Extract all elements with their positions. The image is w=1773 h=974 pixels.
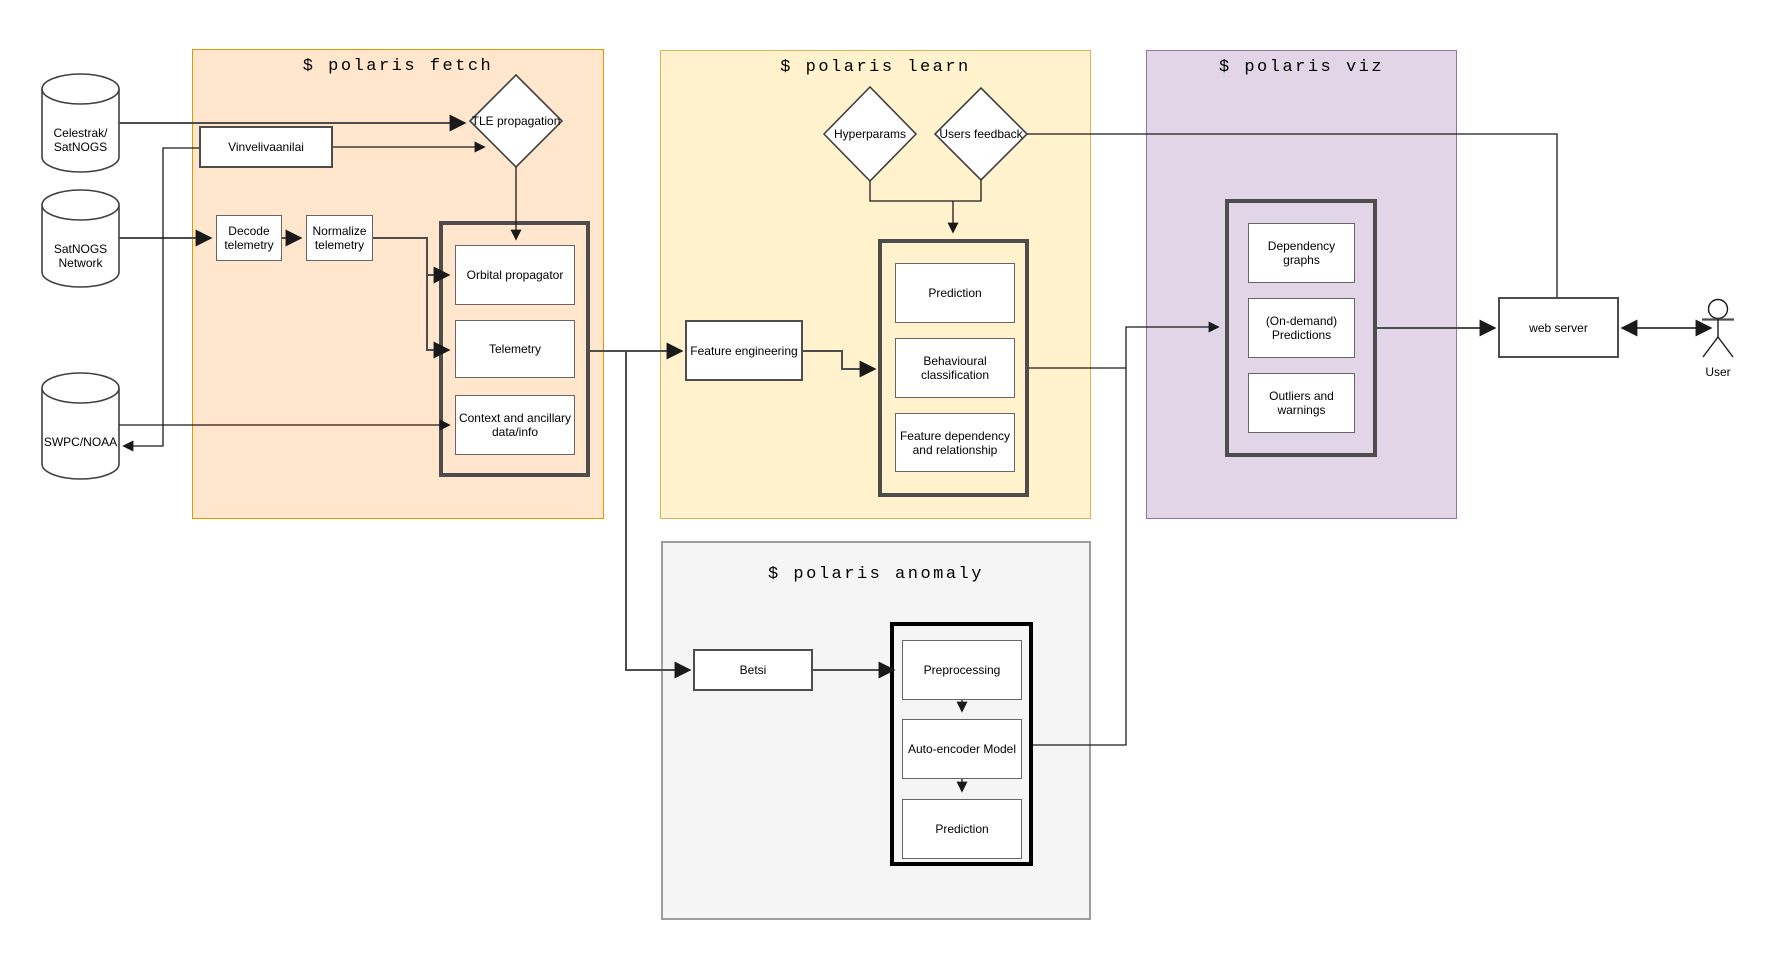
- satnogs-network-label: SatNOGS Network: [53, 242, 108, 270]
- context-ancillary-node: Context and ancillary data/info: [455, 395, 575, 455]
- hyperparams-label: Hyperparams: [833, 127, 907, 141]
- feature-dependency-node: Feature dependency and relationship: [895, 413, 1015, 472]
- swpc-noaa-cylinder: [41, 372, 120, 480]
- feature-engineering-node: Feature engineering: [685, 320, 803, 381]
- section-title-learn: $ polaris learn: [780, 58, 971, 77]
- tle-propagation-label: TLE propagation: [471, 114, 561, 128]
- section-title-anomaly: $ polaris anomaly: [768, 565, 984, 584]
- user-label: User: [1705, 365, 1731, 379]
- behavioural-classification-node: Behavioural classification: [895, 338, 1015, 398]
- betsi-node: Betsi: [693, 649, 813, 691]
- prediction-node: Prediction: [895, 263, 1015, 323]
- telemetry-node: Telemetry: [455, 320, 575, 378]
- section-title-fetch: $ polaris fetch: [302, 57, 494, 76]
- anomaly-prediction-node: Prediction: [902, 799, 1022, 859]
- outliers-warnings-node: Outliers and warnings: [1248, 373, 1355, 433]
- celestrak-satnogs-cylinder: [41, 73, 120, 173]
- celestrak-satnogs-label: Celestrak/ SatNOGS: [53, 126, 108, 154]
- anomaly-pipeline-group: [890, 622, 1033, 866]
- on-demand-predictions-node: (On-demand) Predictions: [1248, 298, 1355, 358]
- edge-vinvelivaanilai-to-swpc: [122, 147, 199, 452]
- section-title-viz: $ polaris viz: [1218, 58, 1385, 77]
- web-server-node: web server: [1498, 297, 1619, 358]
- preprocessing-node: Preprocessing: [902, 640, 1022, 700]
- dependency-graphs-node: Dependency graphs: [1248, 223, 1355, 283]
- decode-telemetry-node: Decode telemetry: [216, 215, 282, 261]
- normalize-telemetry-node: Normalize telemetry: [306, 215, 373, 261]
- users-feedback-label: Users feedback: [939, 127, 1023, 141]
- vinvelivaanilai-node: Vinvelivaanilai: [199, 126, 333, 168]
- orbital-propagator-node: Orbital propagator: [455, 245, 575, 305]
- satnogs-network-cylinder: [41, 189, 120, 288]
- learn-outputs-group: [878, 239, 1029, 497]
- autoencoder-model-node: Auto-encoder Model: [902, 719, 1022, 779]
- user-actor-figure: [1702, 298, 1734, 358]
- swpc-noaa-label: SWPC/NOAA: [43, 435, 118, 449]
